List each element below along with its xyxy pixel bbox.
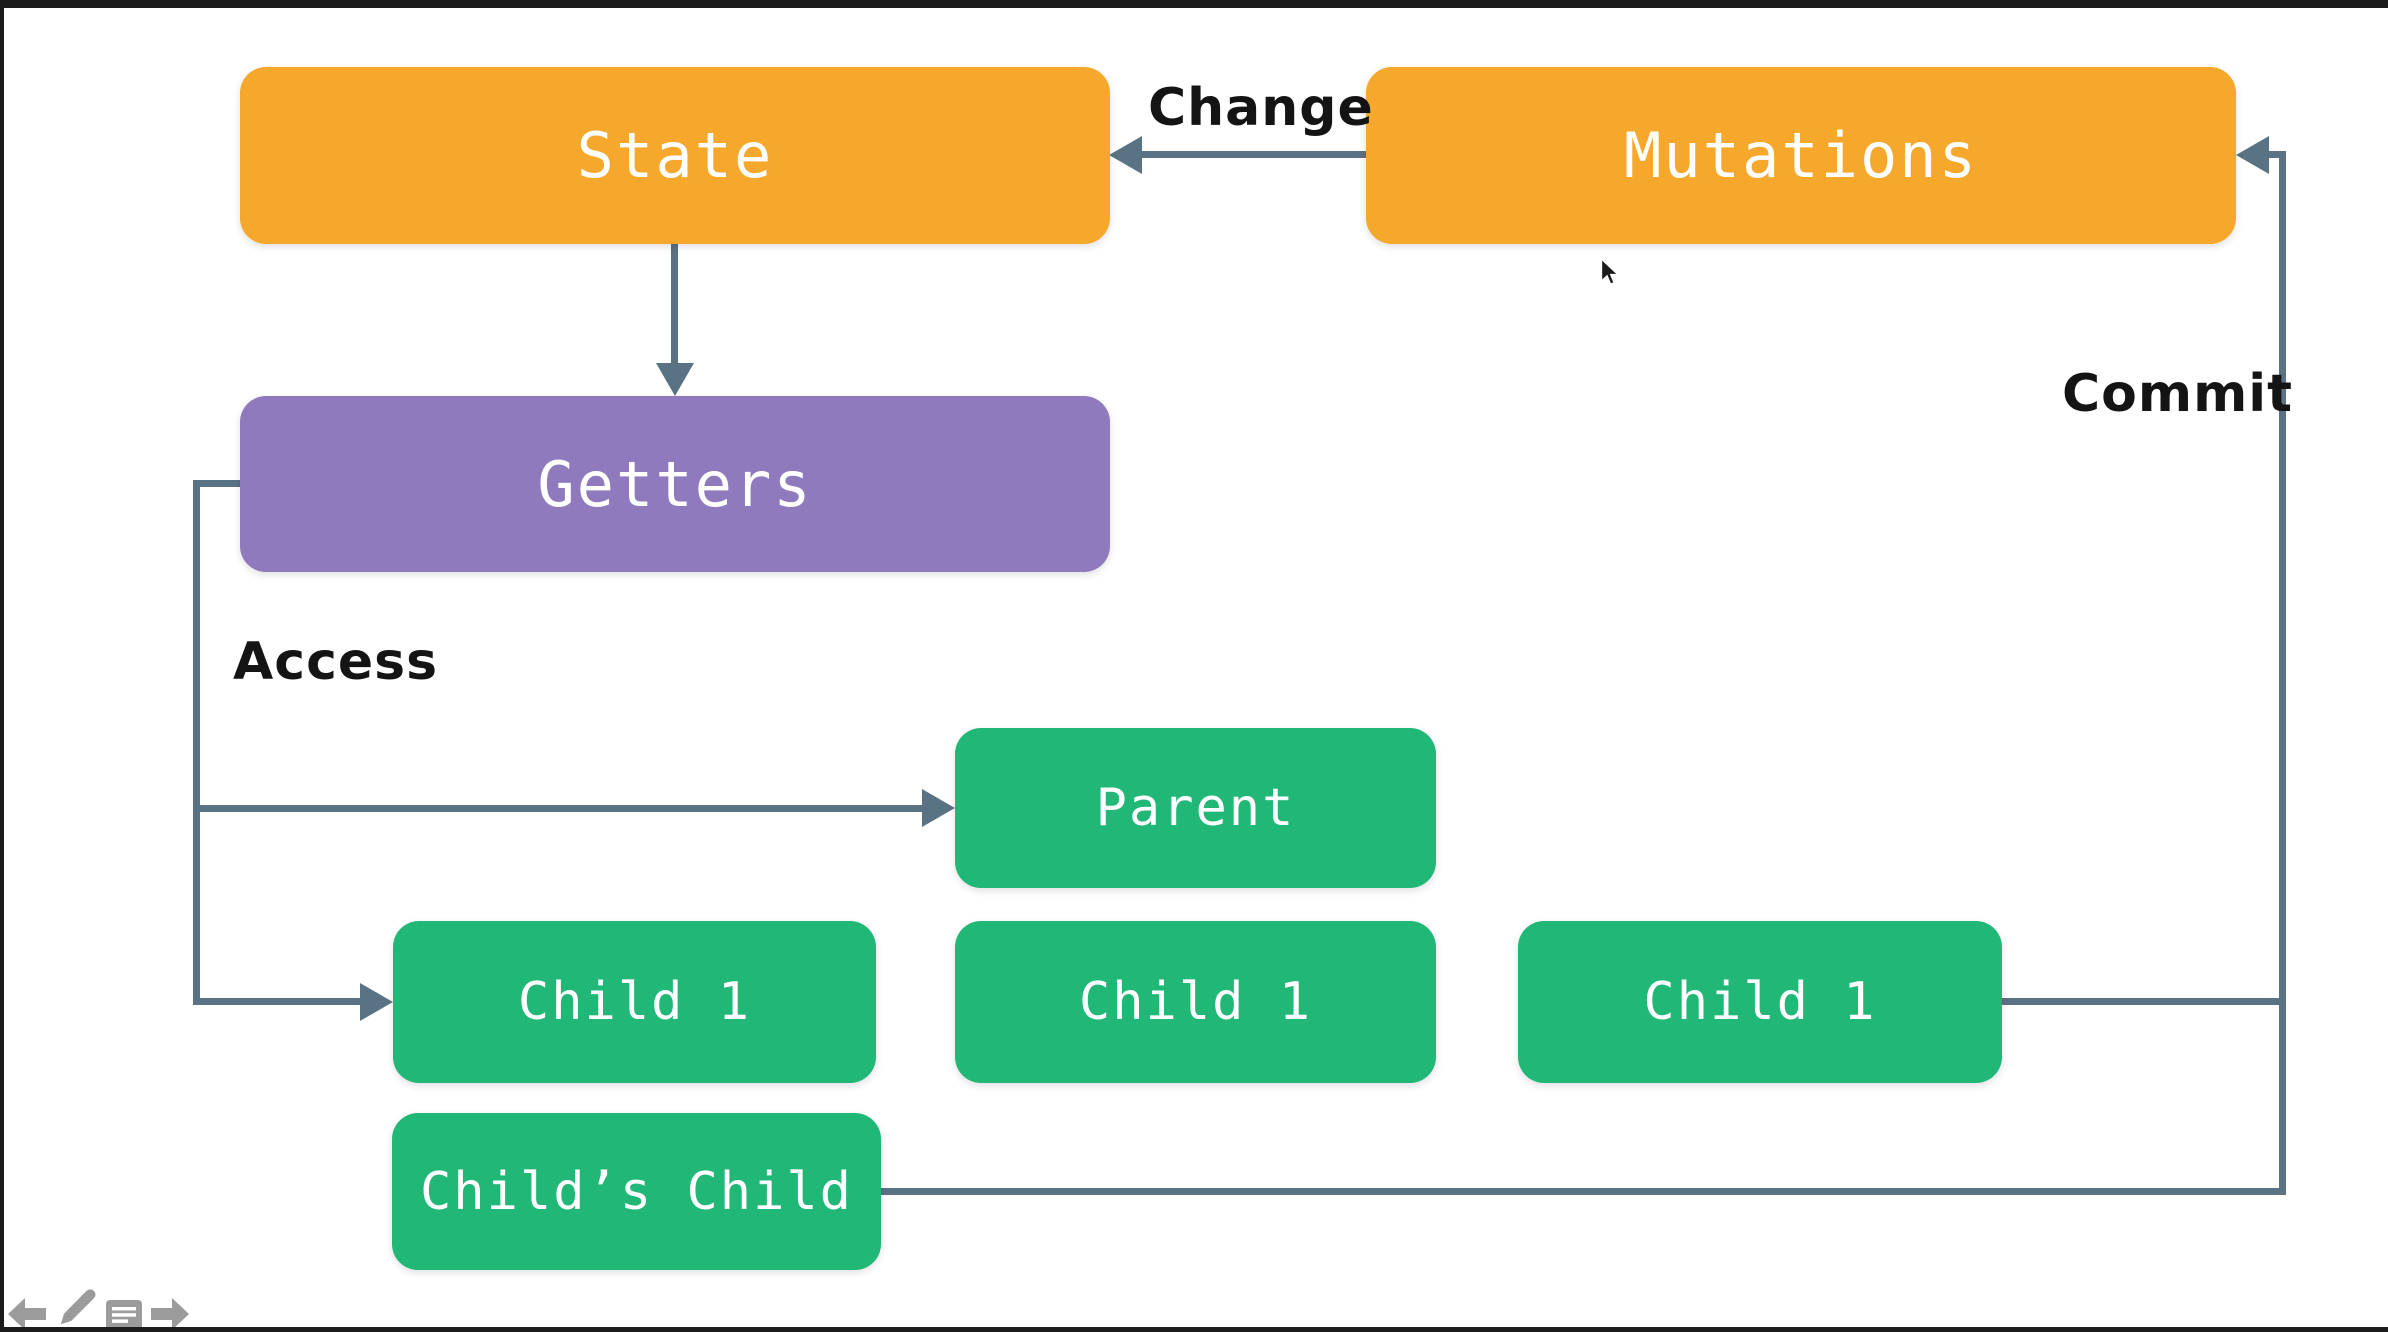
node-child1-left-label: Child 1	[517, 972, 752, 1032]
viewer-toolbar	[8, 1288, 189, 1330]
top-letterbox-bar	[0, 0, 2388, 8]
previous-slide-icon[interactable]	[8, 1298, 46, 1330]
node-child1-left: Child 1	[393, 921, 876, 1083]
edge-state-to-getters	[671, 244, 678, 364]
node-childs-child-label: Child’s Child	[420, 1161, 853, 1222]
node-getters: Getters	[240, 396, 1110, 572]
edge-label-change: Change	[1148, 78, 1374, 138]
pencil-icon[interactable]	[55, 1288, 97, 1330]
node-child1-middle-label: Child 1	[1078, 972, 1313, 1032]
node-getters-label: Getters	[537, 447, 813, 521]
edge-label-access: Access	[233, 632, 439, 692]
edge-commit-vertical	[2279, 151, 2286, 1195]
left-letterbox-bar	[0, 0, 4, 1332]
edge-access-vertical	[193, 480, 200, 1005]
edge-access-to-child1	[196, 998, 360, 1005]
arrowhead-into-getters	[656, 363, 694, 396]
node-parent: Parent	[955, 728, 1436, 888]
node-child1-right-label: Child 1	[1643, 972, 1877, 1032]
node-mutations: Mutations	[1366, 67, 2236, 244]
node-mutations-label: Mutations	[1624, 119, 1978, 192]
node-state-label: State	[576, 119, 774, 192]
node-childs-child: Child’s Child	[392, 1113, 881, 1270]
node-child1-right: Child 1	[1518, 921, 2002, 1083]
notes-icon[interactable]	[106, 1300, 142, 1330]
node-child1-middle: Child 1	[955, 921, 1436, 1083]
edge-commit-top	[2267, 151, 2279, 158]
edge-getters-exit	[196, 480, 240, 487]
bottom-letterbox-bar	[0, 1327, 2388, 1332]
edge-commit-bottom	[881, 1188, 2286, 1195]
edge-label-commit: Commit	[2062, 364, 2293, 424]
edge-mutations-to-state	[1142, 151, 1366, 158]
edge-child1-right-join	[2002, 998, 2286, 1005]
mouse-cursor-icon	[1600, 258, 1619, 285]
edge-access-to-parent	[196, 805, 922, 812]
arrowhead-into-mutations	[2236, 136, 2269, 174]
next-slide-icon[interactable]	[151, 1298, 189, 1330]
arrowhead-into-state	[1109, 136, 1142, 174]
arrowhead-into-parent	[922, 789, 955, 827]
node-state: State	[240, 67, 1110, 244]
arrowhead-into-child1	[360, 983, 393, 1021]
node-parent-label: Parent	[1095, 778, 1296, 838]
